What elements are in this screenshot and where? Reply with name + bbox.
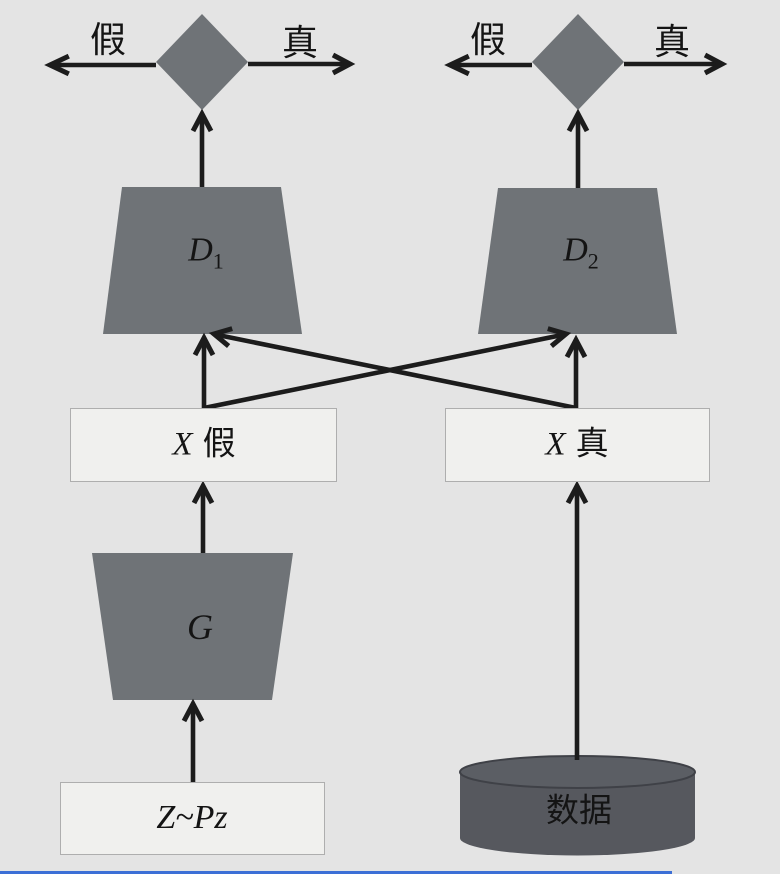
- arrow-d1-to-diamond: [190, 108, 214, 187]
- d1-subscript: 1: [212, 248, 224, 274]
- arrow-z-to-generator: [181, 698, 205, 782]
- discriminator-2-trapezoid: [478, 188, 677, 334]
- generator-trapezoid: [92, 553, 293, 700]
- generator-label: G: [187, 607, 213, 647]
- x-fake-box: [70, 408, 337, 482]
- d2-base-text: D: [563, 231, 588, 269]
- arrow-xreal-to-d1: [208, 326, 577, 411]
- discriminator-2-label: D2: [563, 231, 599, 274]
- database-cylinder-top: [459, 755, 696, 789]
- arrow-d1-fake-output: [44, 53, 156, 77]
- fake-label-left: 假: [89, 20, 127, 60]
- arrow-xreal-to-d2: [564, 334, 588, 408]
- x-real-tag: 真: [575, 426, 609, 463]
- arrow-generator-to-xfake: [191, 480, 215, 553]
- arrow-xfake-to-d1: [192, 332, 216, 408]
- d1-base-text: D: [188, 231, 213, 269]
- true-label-left: 真: [281, 23, 319, 63]
- x-real-box: [445, 408, 710, 482]
- discriminator-1-label: D1: [188, 231, 224, 274]
- x-fake-tag: 假: [202, 426, 236, 463]
- decision-diamond-left: [156, 14, 248, 110]
- arrow-d1-true-output: [248, 52, 356, 76]
- z-input-box: [60, 782, 325, 855]
- z-input-label: Z~Pz: [156, 799, 228, 836]
- arrow-d2-fake-output: [444, 53, 532, 77]
- true-label-right: 真: [653, 22, 691, 62]
- x-real-variable: X: [545, 426, 566, 463]
- decision-diamond-right: [532, 14, 624, 110]
- dataset-label: 数据: [546, 793, 612, 830]
- x-fake-variable: X: [172, 426, 193, 463]
- discriminator-1-trapezoid: [103, 187, 302, 334]
- fake-label-right: 假: [469, 20, 507, 60]
- arrow-d2-to-diamond: [566, 108, 590, 188]
- d2-subscript: 2: [587, 248, 599, 274]
- database-cylinder-body: [460, 772, 695, 856]
- arrow-data-to-xreal: [565, 480, 589, 760]
- arrow-d2-true-output: [624, 52, 728, 76]
- video-progress-bar: [0, 871, 672, 874]
- arrow-xfake-to-d2: [203, 326, 572, 411]
